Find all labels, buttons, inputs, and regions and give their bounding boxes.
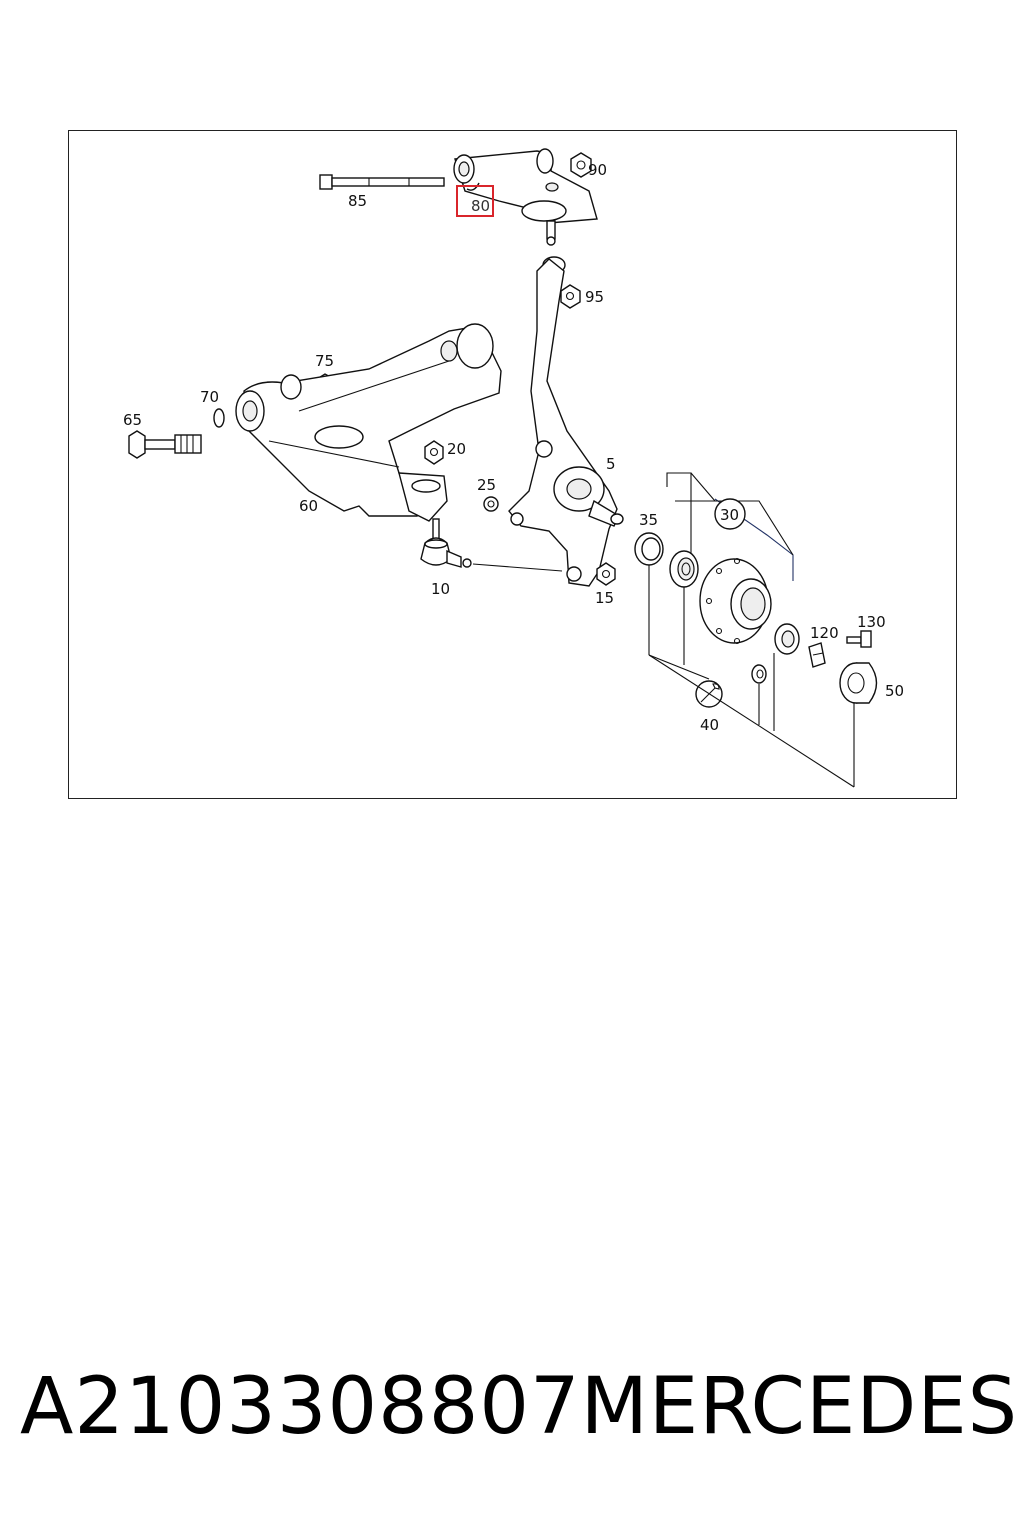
kit-30-circle <box>714 498 746 530</box>
nut-90-drawing <box>570 152 592 178</box>
upper-control-arm-drawing <box>453 148 598 246</box>
label-40: 40 <box>700 716 719 734</box>
part-number: A2103308807 <box>20 1362 581 1452</box>
ball-joint-10-drawing <box>420 518 472 568</box>
grease-cap-50-drawing <box>839 662 878 704</box>
label-70: 70 <box>200 388 219 406</box>
highlight-box-80 <box>456 185 494 217</box>
label-30: 30 <box>720 506 739 524</box>
label-90: 90 <box>588 161 607 179</box>
label-5: 5 <box>606 455 616 473</box>
label-120: 120 <box>810 624 839 642</box>
seal-35-drawing <box>634 532 664 566</box>
label-130: 130 <box>857 613 886 631</box>
label-65: 65 <box>123 411 142 429</box>
bolt-85-drawing <box>319 174 445 190</box>
steering-knuckle-5-drawing <box>508 256 624 587</box>
screw-130-drawing <box>846 630 872 648</box>
footer-caption: A2103308807 MERCEDES <box>20 1362 1017 1452</box>
label-85: 85 <box>348 192 367 210</box>
label-80[interactable]: 80 <box>471 197 490 215</box>
parts-diagram-frame: 85 80 90 95 75 70 65 20 25 5 60 35 30 10… <box>68 130 957 799</box>
nut-20-drawing <box>424 440 444 465</box>
label-25: 25 <box>477 476 496 494</box>
nut-95-drawing <box>560 284 581 309</box>
clamp-nut-120-drawing <box>808 642 826 668</box>
label-95: 95 <box>585 288 604 306</box>
label-75: 75 <box>315 352 334 370</box>
brand-name: MERCEDES <box>580 1362 1019 1452</box>
label-60: 60 <box>299 497 318 515</box>
label-20: 20 <box>447 440 466 458</box>
label-15: 15 <box>595 589 614 607</box>
stud-drawing <box>751 664 767 684</box>
exploded-parts-diagram: 85 80 90 95 75 70 65 20 25 5 60 35 30 10… <box>123 148 904 788</box>
nut-15-drawing <box>596 562 616 586</box>
washer-70-drawing <box>213 408 225 428</box>
wheel-hub-drawing <box>699 557 772 645</box>
label-35: 35 <box>639 511 658 529</box>
kit-30-bracket-lines <box>648 472 855 788</box>
nut-25-drawing <box>483 496 499 512</box>
label-50: 50 <box>885 682 904 700</box>
ball-joint-leader-line <box>472 563 563 572</box>
inner-bearing-drawing <box>669 550 699 588</box>
lower-control-arm-60-drawing <box>235 323 502 522</box>
label-10: 10 <box>431 580 450 598</box>
bolt-65-drawing <box>128 430 202 459</box>
outer-bearing-drawing <box>774 623 800 655</box>
